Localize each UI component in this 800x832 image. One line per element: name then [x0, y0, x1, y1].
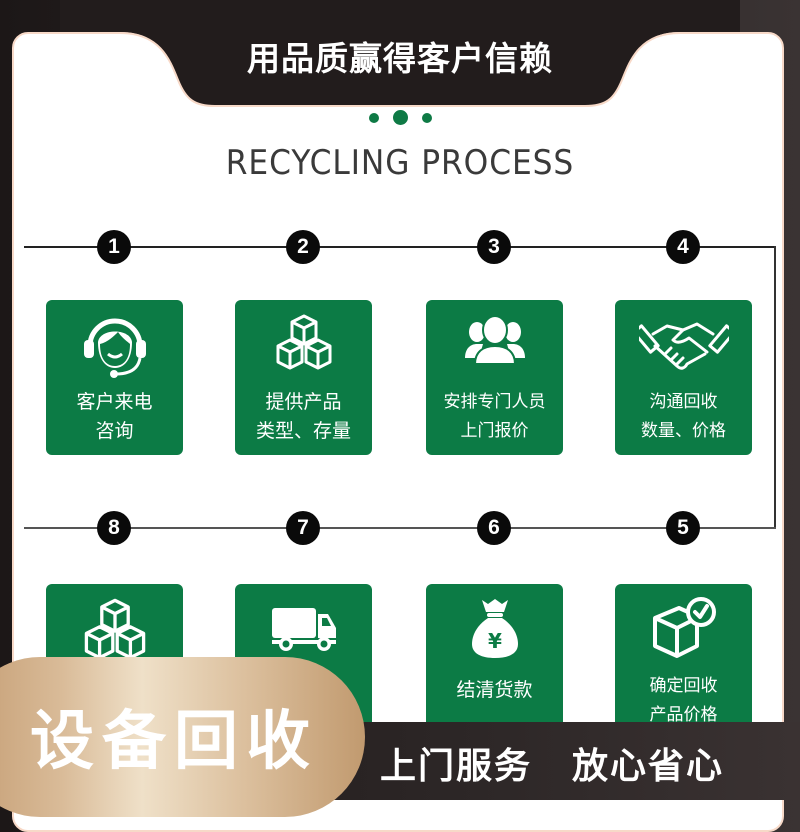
step-number-3: 3 — [477, 230, 511, 264]
people-icon — [426, 312, 563, 380]
decorative-dots — [0, 110, 800, 125]
step-card-1: 客户来电 咨询 — [46, 300, 183, 455]
boxes-icon — [46, 596, 183, 664]
step-number-4: 4 — [666, 230, 700, 264]
step-label-line1: 沟通回收 — [649, 392, 718, 412]
step-label-line2: 产品价格 — [649, 705, 718, 725]
step-label-line1: 确定回收 — [649, 676, 718, 696]
step-card-3: 安排专门人员 上门报价 — [426, 300, 563, 455]
step-label-line2: 数量、价格 — [641, 421, 726, 441]
svg-text:¥: ¥ — [488, 629, 502, 653]
boxes-icon — [235, 312, 372, 380]
timeline-line-bottom — [24, 527, 776, 529]
step-label: 客户来电 咨询 — [46, 388, 183, 446]
step-card-4: 沟通回收 数量、价格 — [615, 300, 752, 455]
dot — [392, 110, 408, 125]
step-number-8: 8 — [97, 511, 131, 545]
bottom-slogan: 上门服务放心省心 — [380, 737, 764, 789]
step-label: 确定回收 产品价格 — [615, 672, 752, 730]
box-check-icon — [615, 596, 752, 664]
header-tab — [60, 0, 740, 107]
step-label: 提供产品 类型、存量 — [235, 388, 372, 446]
step-label: 沟通回收 数量、价格 — [615, 388, 752, 446]
gold-pill-badge — [0, 657, 365, 817]
step-card-6: ¥ 结清货款 — [426, 584, 563, 739]
step-number-2: 2 — [286, 230, 320, 264]
step-label-line1: 客户来电 — [76, 391, 153, 413]
step-number-7: 7 — [286, 511, 320, 545]
timeline-line-top — [24, 246, 776, 248]
dot — [368, 112, 379, 123]
handshake-icon — [615, 312, 752, 380]
step-label-line2: 上门报价 — [460, 421, 529, 441]
step-card-5: 确定回收 产品价格 — [615, 584, 752, 739]
step-number-6: 6 — [477, 511, 511, 545]
step-label-line1: 提供产品 — [265, 391, 342, 413]
truck-icon — [235, 606, 372, 674]
money-bag-icon: ¥ — [426, 596, 563, 664]
dot — [421, 112, 432, 123]
step-number-1: 1 — [97, 230, 131, 264]
step-label: 结清货款 — [426, 676, 563, 705]
timeline-connector — [774, 246, 776, 529]
step-label-line2: 类型、存量 — [255, 420, 351, 442]
section-subtitle: RECYCLING PROCESS — [225, 143, 575, 183]
step-card-2: 提供产品 类型、存量 — [235, 300, 372, 455]
step-label-line1: 安排专门人员 — [443, 392, 546, 412]
step-label: 安排专门人员 上门报价 — [426, 388, 563, 446]
headset-icon — [46, 312, 183, 380]
slogan-service: 上门服务 — [380, 746, 533, 787]
step-label-line1: 结清货款 — [456, 679, 533, 701]
banner-main-title: 设备回收 — [30, 705, 318, 779]
header-title: 用品质赢得客户信赖 — [247, 39, 553, 78]
slogan-peace-of-mind: 放心省心 — [572, 746, 725, 787]
step-label-line2: 咨询 — [95, 420, 134, 442]
step-number-5: 5 — [666, 511, 700, 545]
